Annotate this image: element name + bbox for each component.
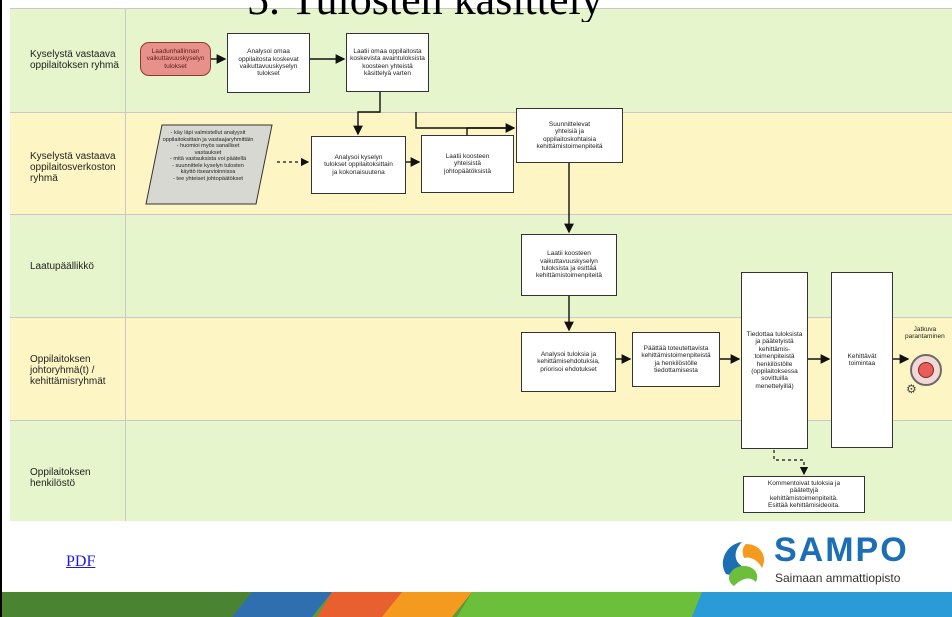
task-tiedottaa[interactable]: Tiedottaa tuloksista ja päätetyistä kehi… (741, 272, 808, 449)
lane-label: Kyselystä vastaava oppilaitosverkoston r… (30, 151, 116, 184)
end-event-label: Jatkuva parantaminen (905, 326, 945, 341)
end-event[interactable] (910, 354, 942, 386)
page-title: 5. Tulosten käsittely (247, 0, 677, 22)
sampo-logo: SAMPO Saimaan ammattiopisto (716, 531, 922, 592)
task-analysoi-kysely[interactable]: Analysoi kyselyn tulokset oppilaitoksitt… (311, 136, 406, 194)
flow-arrow (353, 92, 381, 136)
task-analysoi-tuloksia[interactable]: Analysoi tuloksia ja kehittämisehdotuksi… (521, 332, 616, 392)
lane-label-box: Kyselystä vastaava oppilaitoksen ryhmä (10, 9, 126, 112)
lane-label: Kyselystä vastaava oppilaitoksen ryhmä (30, 49, 119, 71)
task-kommentoivat[interactable]: Kommentoivat tuloksia ja päätettyjä kehi… (743, 476, 865, 513)
flow-arrow (466, 123, 516, 135)
lane-label: Laatupäällikkö (30, 261, 94, 272)
lane-label-box: Kyselystä vastaava oppilaitosverkoston r… (10, 113, 126, 214)
logo-subtitle: Saimaan ammattiopisto (775, 571, 901, 585)
task-laatii-johtopaatokset[interactable]: Laatii koosteen yhteisistä johtopäätöksi… (421, 135, 514, 193)
annotation-note: - käy läpi valmistellut analyysit oppila… (162, 130, 254, 182)
lane-label: Oppilaitoksen johtoryhmä(t) / kehittämis… (30, 354, 106, 387)
pdf-link[interactable]: PDF (66, 553, 96, 570)
tool-icon: ⚙ (906, 382, 917, 396)
sampo-logo-icon (722, 542, 765, 586)
task-paattaa[interactable]: Päättää toteutettavista kehittämistoimen… (632, 332, 720, 387)
lane-label: Oppilaitoksen henkilöstö (30, 467, 91, 489)
task-laatii-omat[interactable]: Laatii omaa oppilaitosta koskevista avai… (346, 33, 429, 92)
task-laatii-kooste[interactable]: Laatii koosteen vaikuttavuuskyselyn tulo… (521, 234, 617, 296)
task-kehittavat[interactable]: Kehittävät toimintaa (831, 272, 893, 448)
footer-stripe (2, 592, 952, 617)
flow-arrow (415, 112, 514, 129)
lane-label-box: Laatupäällikkö (10, 215, 126, 317)
task-analysoi-omat[interactable]: Analysoi omaa oppilaitosta koskevat vaik… (227, 33, 310, 93)
lane-label-box: Oppilaitoksen johtoryhmä(t) / kehittämis… (10, 318, 126, 420)
annotation-shape (145, 124, 273, 205)
end-event-core (918, 362, 934, 378)
logo-text: SAMPO (774, 531, 909, 569)
lane-label-box: Oppilaitoksen henkilöstö (10, 421, 126, 521)
start-event[interactable]: Laadunhallinnan vaikuttavuuskyselyn tulo… (140, 42, 211, 76)
task-suunnittelevat[interactable]: Suunnittelevat yhteisiä ja oppilaitoskoh… (516, 108, 623, 163)
association-arrow (773, 450, 809, 476)
